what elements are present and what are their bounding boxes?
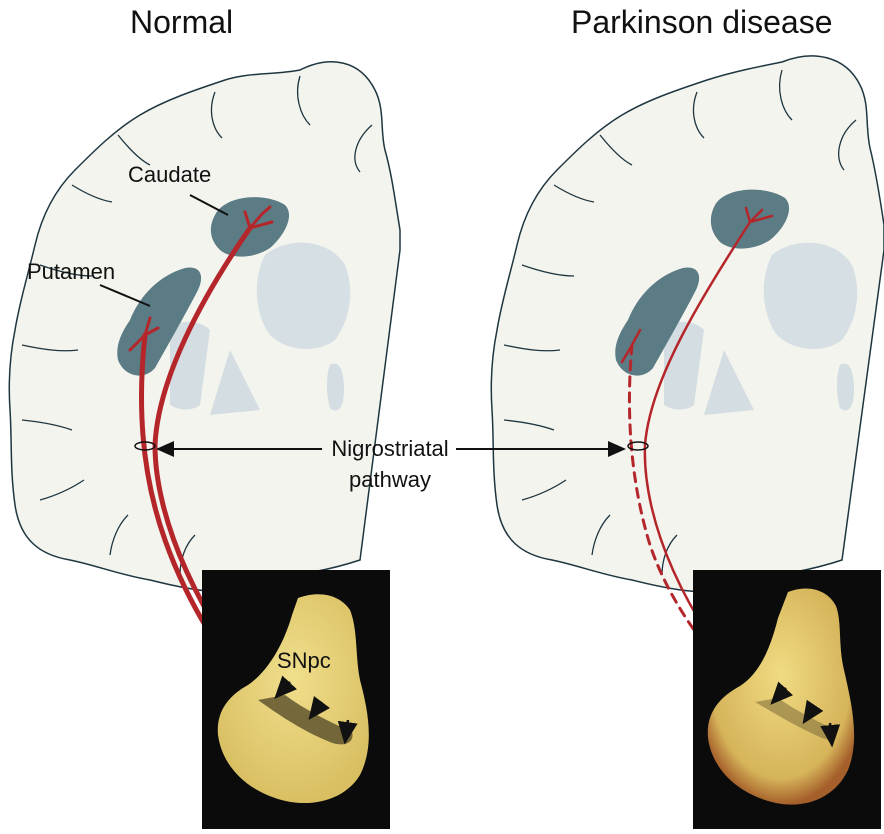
normal-panel <box>8 61 401 829</box>
thalamus-normal <box>256 242 351 350</box>
inner-nucleus-normal <box>210 350 260 415</box>
label-caudate: Caudate <box>128 162 212 187</box>
pigment-band-pd <box>755 698 837 740</box>
globus-pallidus-pd <box>664 321 704 410</box>
pathway-crosssection-pd <box>627 441 649 451</box>
putamen-pd <box>615 267 700 376</box>
sulci-normal <box>21 75 373 576</box>
snpc-arrows-pd <box>770 681 841 748</box>
pigment-band-normal <box>258 695 353 745</box>
thalamus-pd <box>763 242 858 350</box>
pathway-crosssection-normal <box>134 441 156 451</box>
putamen-leader <box>99 284 151 307</box>
title-normal: Normal <box>130 4 234 40</box>
sulci-pd <box>503 69 857 576</box>
label-pathway-line1: Nigrostriatal <box>331 436 449 461</box>
small-nucleus-normal <box>327 363 344 411</box>
small-nucleus-pd <box>837 363 854 411</box>
label-nigrostriatal-pathway: Nigrostriatal pathway <box>325 433 455 495</box>
label-pathway-line2: pathway <box>349 467 431 492</box>
label-putamen: Putamen <box>27 259 116 284</box>
label-snpc: SNpc <box>277 648 331 673</box>
putamen-normal <box>117 267 202 376</box>
snpc-arrows-normal <box>274 675 358 745</box>
inner-nucleus-pd <box>704 350 754 415</box>
parkinson-panel <box>490 55 884 829</box>
title-parkinson: Parkinson disease <box>571 4 833 40</box>
caudate-leader <box>189 194 229 216</box>
